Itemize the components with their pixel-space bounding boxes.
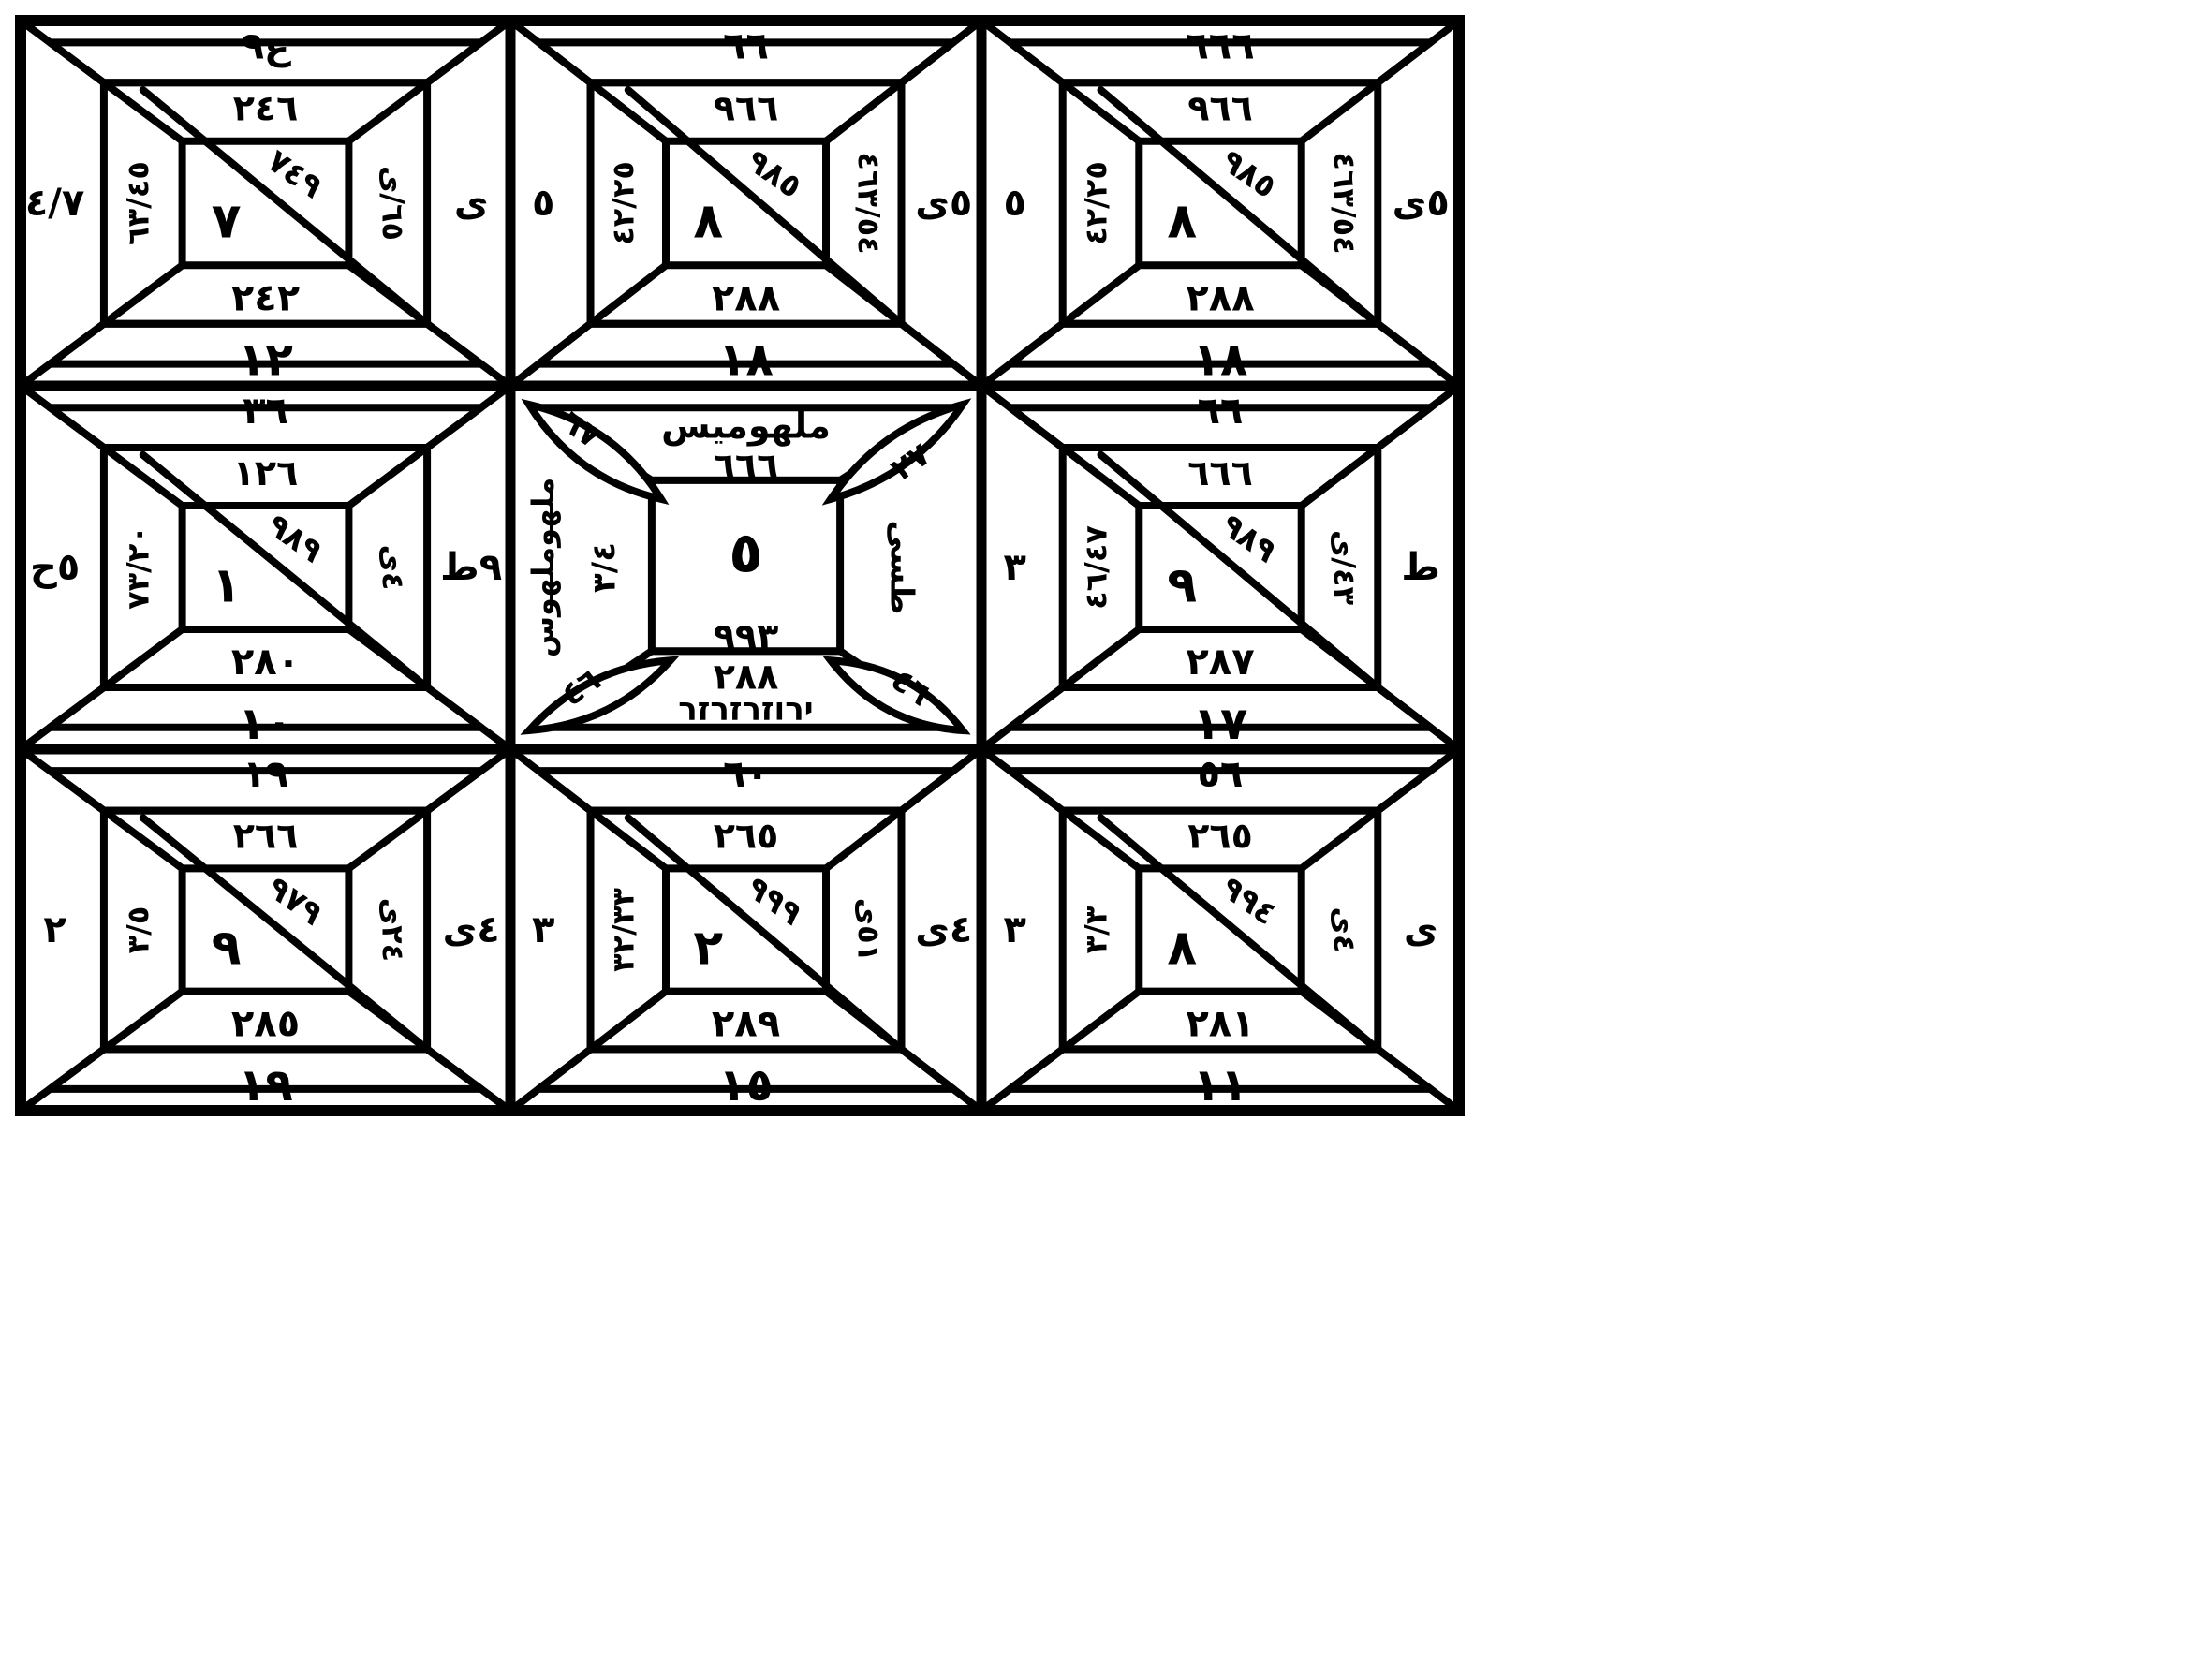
- right-outer-letter: ى: [454, 182, 489, 225]
- left-inner-numeral: ٦٣/٤٥: [121, 161, 156, 245]
- right-inner-numeral: ٤٣/ى: [1327, 530, 1363, 606]
- center-top-numeral: ٦٦٦: [714, 445, 779, 486]
- bottom-inner-numeral: ٢٨٨: [1186, 276, 1254, 319]
- bottom-inner-numeral: ٢٨٩: [712, 1002, 780, 1045]
- center-bottom-script: ירוזרזרזר: [678, 690, 813, 728]
- bottom-inner-numeral: ٢٨١: [1186, 1002, 1254, 1045]
- top-inner-numeral: ١٢٦: [233, 452, 299, 494]
- top-inner-numeral: ٩٦٦: [714, 88, 779, 129]
- right-inner-numeral: ٤ى: [375, 545, 410, 591]
- top-inner-numeral: ٢٦٥: [714, 816, 779, 857]
- top-outer-numeral: ٣٦: [243, 390, 288, 433]
- center-left-numeral: ٣/٤: [586, 542, 624, 593]
- left-outer-letter: ٥: [532, 182, 554, 225]
- right-outer-letter: ٤ى: [915, 908, 972, 951]
- bottom-cell-number: ١٧: [1193, 698, 1248, 750]
- right-outer-letter: ٩ط: [440, 546, 502, 589]
- right-outer-letter: ٤ى: [443, 908, 500, 951]
- right-inner-numeral: ٥١ى: [850, 898, 886, 962]
- top-outer-numeral: ٥٦: [1198, 753, 1244, 796]
- right-inner-numeral: ٤٦٣/٥٤: [850, 152, 886, 254]
- top-outer-numeral: ٦٦: [723, 24, 769, 67]
- right-outer-letter: ى: [1404, 908, 1438, 951]
- bottom-cell-number: ١٥: [718, 1059, 774, 1112]
- left-outer-letter: ٣: [1003, 546, 1025, 589]
- bottom-cell-number: ١٩: [238, 1059, 293, 1112]
- center-lower-numeral: ٨: [1167, 194, 1197, 250]
- center-lower-numeral: ٧: [212, 194, 242, 250]
- center-numeral: ٥: [729, 520, 763, 585]
- top-inner-numeral: ٢٦٦: [233, 816, 299, 857]
- bottom-cell-number: ١٢: [238, 334, 293, 387]
- right-inner-numeral: ٦٥/ى: [375, 166, 410, 241]
- bottom-cell-number: ١٨: [1193, 334, 1248, 387]
- center-lower-numeral: ٨: [1167, 920, 1197, 976]
- top-outer-numeral: ٦٦٦: [1186, 24, 1254, 67]
- center-top-script: ملهوميس: [661, 405, 831, 447]
- top-outer-numeral: ٦٠: [723, 753, 769, 796]
- center-right-numeral: طسى: [882, 520, 920, 614]
- left-outer-letter: ٣: [1003, 908, 1025, 951]
- bottom-inner-numeral: ٢٨٧: [1186, 641, 1254, 684]
- bottom-inner-numeral: ٢٨٥: [231, 1002, 300, 1045]
- left-inner-numeral: ٧٣/٢٠: [121, 525, 156, 610]
- right-inner-numeral: ٢٤ى: [375, 898, 410, 962]
- left-inner-numeral: ٣/٣: [1078, 906, 1113, 953]
- left-outer-letter: ٤/٧: [25, 182, 84, 225]
- right-inner-numeral: ٤ى: [1327, 907, 1363, 953]
- top-outer-numeral: ع٩: [242, 24, 291, 67]
- center-lower-numeral: ٨: [693, 194, 723, 250]
- top-outer-numeral: ١٩: [243, 753, 288, 796]
- top-outer-numeral: ٦٦: [1198, 390, 1244, 433]
- right-outer-letter: ٥ى: [1393, 182, 1450, 225]
- left-outer-letter: ٥ح: [30, 546, 80, 589]
- left-inner-numeral: ٣/٥: [121, 906, 156, 954]
- top-inner-numeral: ٩٦٦: [1187, 88, 1253, 129]
- bottom-cell-number: ١١: [1193, 1059, 1248, 1112]
- center-lower-numeral: ٢: [693, 920, 723, 976]
- left-inner-numeral: ٤٦/٤٧: [1078, 525, 1113, 610]
- bottom-inner-numeral: ٢٨٠: [231, 641, 300, 684]
- bottom-cell-number: ١٨: [718, 334, 774, 387]
- right-inner-numeral: ٤٦٣/٥٤: [1327, 152, 1363, 254]
- left-inner-numeral: ٤٢/٢٥: [1078, 161, 1113, 245]
- center-lower-numeral: ١: [212, 557, 242, 613]
- center-left-script: ملهوملهوس: [525, 478, 561, 657]
- left-inner-numeral: ٣٢/٣٣: [606, 888, 641, 972]
- bottom-cell-number: ١٠: [238, 698, 293, 750]
- top-inner-numeral: ٦٦٦: [1187, 452, 1253, 494]
- center-lower-numeral: ٩: [212, 920, 242, 976]
- left-outer-letter: ٢: [43, 908, 66, 951]
- left-outer-letter: ٣: [532, 908, 554, 951]
- left-outer-letter: ٥: [1003, 182, 1025, 225]
- top-inner-numeral: ٢٤٦: [233, 88, 299, 129]
- right-outer-letter: ٥ى: [915, 182, 972, 225]
- center-lower-numeral: ٩: [1167, 557, 1197, 613]
- bottom-inner-numeral: ٢٤٢: [231, 276, 300, 319]
- center-bottom-upper-numeral: ٩٩٣: [714, 616, 779, 657]
- left-inner-numeral: ٤٢/٢٥: [606, 161, 641, 245]
- top-inner-numeral: ٢٦٥: [1187, 816, 1253, 857]
- right-outer-letter: ط: [1401, 546, 1440, 589]
- bottom-inner-numeral: ٢٨٨: [712, 276, 780, 319]
